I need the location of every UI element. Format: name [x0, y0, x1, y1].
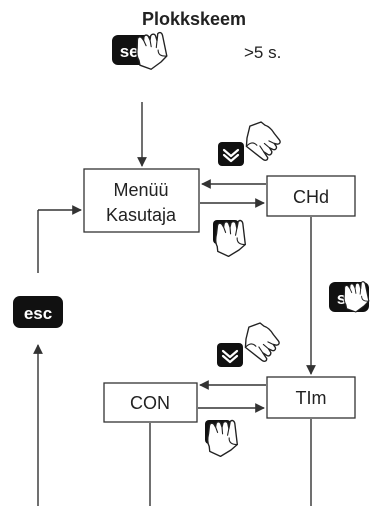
diagram-title: Plokkskeem — [142, 9, 246, 29]
down-key[interactable] — [218, 142, 244, 166]
hand-pointer-icon — [238, 318, 285, 367]
con-box: CON — [103, 382, 198, 423]
menu-box-line1: Menüü — [113, 180, 168, 200]
down-key-2[interactable] — [217, 343, 243, 367]
chevron-down-icon — [221, 349, 239, 364]
esc-key[interactable]: esc — [13, 296, 63, 328]
esc-key-label: esc — [24, 304, 52, 323]
con-box-label: CON — [130, 393, 170, 413]
tlm-box: TIm — [266, 376, 356, 419]
hand-pointer-icon — [239, 117, 286, 166]
menu-box-line2: Kasutaja — [106, 205, 177, 225]
hold-time-note: >5 s. — [244, 43, 281, 62]
chd-box-label: CHd — [293, 187, 329, 207]
chevron-down-icon — [222, 148, 240, 163]
tlm-box-label: TIm — [296, 388, 327, 408]
menu-kasutaja-box: Menüü Kasutaja — [83, 168, 200, 233]
chd-box: CHd — [266, 175, 356, 217]
